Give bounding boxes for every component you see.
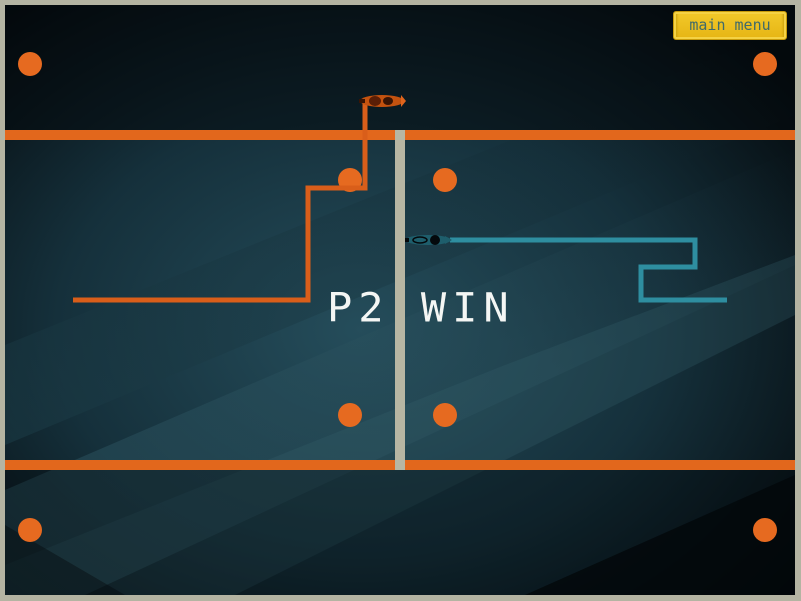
win-message: P2 WIN xyxy=(327,284,515,331)
orb xyxy=(433,168,457,192)
orb xyxy=(433,403,457,427)
orb xyxy=(338,403,362,427)
orb xyxy=(753,52,777,76)
background-shade xyxy=(5,5,795,130)
game-arena: P2 WIN xyxy=(5,5,795,595)
orb xyxy=(18,52,42,76)
center-divider xyxy=(395,130,405,470)
player1-bike-icon xyxy=(359,95,406,107)
player1-trail xyxy=(73,101,368,303)
player2-trail xyxy=(450,237,727,303)
background-shade xyxy=(5,525,125,595)
main-menu-button[interactable]: main menu xyxy=(673,11,787,40)
background-shade xyxy=(525,475,795,595)
player2-bike-icon xyxy=(405,235,452,245)
orb xyxy=(753,518,777,542)
arena-canvas xyxy=(5,5,795,595)
orb xyxy=(18,518,42,542)
